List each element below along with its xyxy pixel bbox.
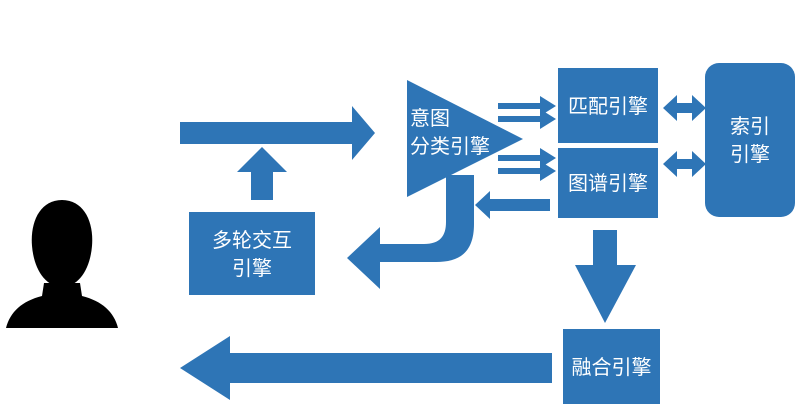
arrow-to-intent <box>180 106 375 160</box>
intent-triangle <box>407 80 523 197</box>
match-engine-label: 匹配引擎 <box>568 93 648 118</box>
arrow-graph-to-intent <box>475 191 550 219</box>
multi-turn-engine-label: 多轮交互 引擎 <box>212 226 292 282</box>
arrow-to-match-lower <box>498 109 556 129</box>
double-arrow-graph-index <box>663 151 706 177</box>
user-silhouette-icon <box>6 200 118 328</box>
double-arrow-match-index <box>663 95 706 121</box>
graph-engine-box: 图谱引擎 <box>558 148 658 218</box>
multi-turn-engine-box: 多轮交互 引擎 <box>189 212 315 295</box>
fusion-engine-box: 融合引擎 <box>563 329 660 404</box>
arrow-multiturn-up <box>237 147 287 200</box>
match-engine-box: 匹配引擎 <box>558 68 658 143</box>
index-line-2: 引擎 <box>730 142 770 166</box>
multi-turn-line-1: 多轮交互 <box>212 227 292 252</box>
arrow-to-graph-lower <box>498 161 556 181</box>
graph-engine-label: 图谱引擎 <box>568 171 648 195</box>
intent-line-2: 分类引擎 <box>410 134 490 158</box>
intent-label: 意图 分类引擎 <box>410 104 510 160</box>
index-engine-box: 索引 引擎 <box>705 63 795 217</box>
arrow-fusion-to-user <box>180 336 552 400</box>
fusion-engine-label: 融合引擎 <box>571 354 652 379</box>
multi-turn-line-2: 引擎 <box>232 255 272 280</box>
arrow-graph-to-fusion <box>575 230 636 323</box>
index-line-1: 索引 <box>730 114 770 138</box>
index-engine-label: 索引 引擎 <box>730 112 770 168</box>
intent-line-1: 意图 <box>410 106 450 130</box>
arrow-intent-to-multiturn <box>347 175 474 289</box>
